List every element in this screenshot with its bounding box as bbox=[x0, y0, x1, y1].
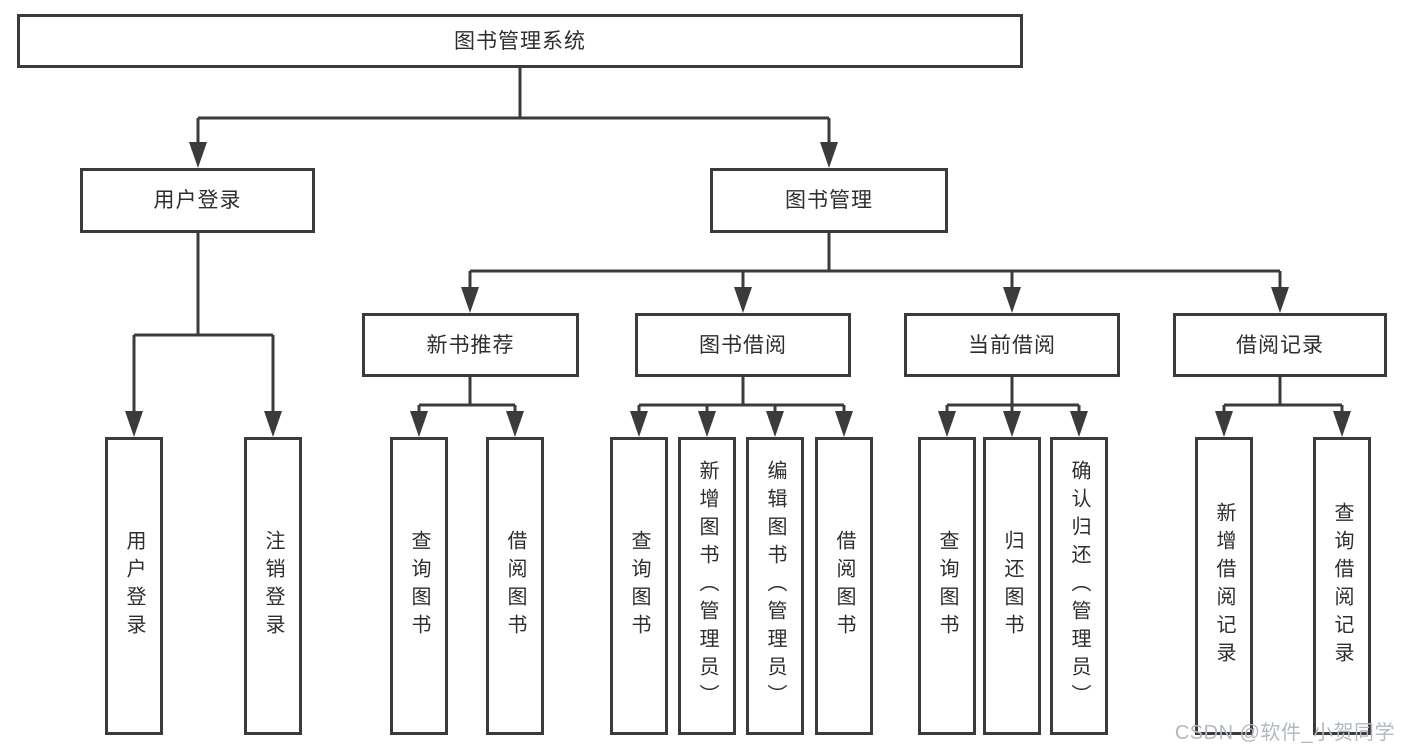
arrowhead bbox=[630, 411, 853, 437]
node-root: 图书管理系统 bbox=[17, 14, 1023, 68]
connector-new-book-recommend-to-leaves bbox=[410, 377, 524, 437]
leaf-user-login: 用户登录 bbox=[105, 437, 163, 735]
leaf-edit-book-admin: 编辑图书（管理员） bbox=[746, 437, 804, 735]
leaf-query-books-current: 查询图书 bbox=[918, 437, 976, 735]
leaf-confirm-return-admin: 确认归还（管理员） bbox=[1050, 437, 1108, 735]
leaf-add-borrow-record: 新增借阅记录 bbox=[1195, 437, 1253, 735]
connector-line bbox=[1222, 377, 1344, 419]
connector-book-management-to-modules bbox=[461, 233, 1289, 313]
connector-line bbox=[196, 68, 831, 150]
connector-current-borrowing-to-leaves bbox=[938, 377, 1088, 437]
connector-book-borrowing-to-leaves bbox=[630, 377, 853, 437]
connector-root-to-level2 bbox=[189, 68, 838, 168]
arrowhead bbox=[410, 411, 524, 437]
leaf-query-books-recommend: 查询图书 bbox=[390, 437, 448, 735]
leaf-return-books: 归还图书 bbox=[983, 437, 1041, 735]
arrowhead bbox=[461, 287, 1289, 313]
connector-user-login-to-leaves bbox=[125, 233, 282, 437]
node-book-management: 图书管理 bbox=[710, 168, 948, 233]
node-user-login: 用户登录 bbox=[80, 168, 315, 233]
csdn-watermark: CSDN @软件_小贺同学 bbox=[1174, 722, 1395, 744]
node-new-book-recommend: 新书推荐 bbox=[362, 313, 579, 377]
arrowhead bbox=[1215, 411, 1351, 437]
node-borrowing-records: 借阅记录 bbox=[1173, 313, 1387, 377]
arrowhead bbox=[189, 142, 838, 168]
connector-line bbox=[637, 377, 846, 419]
node-book-borrowing: 图书借阅 bbox=[635, 313, 851, 377]
leaf-borrow-books-recommend: 借阅图书 bbox=[486, 437, 544, 735]
leaf-logout-login: 注销登录 bbox=[244, 437, 302, 735]
node-current-borrowing: 当前借阅 bbox=[904, 313, 1120, 377]
connector-line bbox=[417, 377, 517, 419]
arrowhead bbox=[938, 411, 1088, 437]
connector-line bbox=[468, 233, 1282, 295]
connector-borrowing-records-to-leaves bbox=[1215, 377, 1351, 437]
leaf-query-books-borrowing: 查询图书 bbox=[610, 437, 668, 735]
connector-line bbox=[132, 233, 275, 419]
leaf-add-book-admin: 新增图书（管理员） bbox=[678, 437, 736, 735]
leaf-query-borrow-record: 查询借阅记录 bbox=[1313, 437, 1371, 735]
arrowhead bbox=[125, 411, 282, 437]
leaf-borrow-books-borrowing: 借阅图书 bbox=[815, 437, 873, 735]
